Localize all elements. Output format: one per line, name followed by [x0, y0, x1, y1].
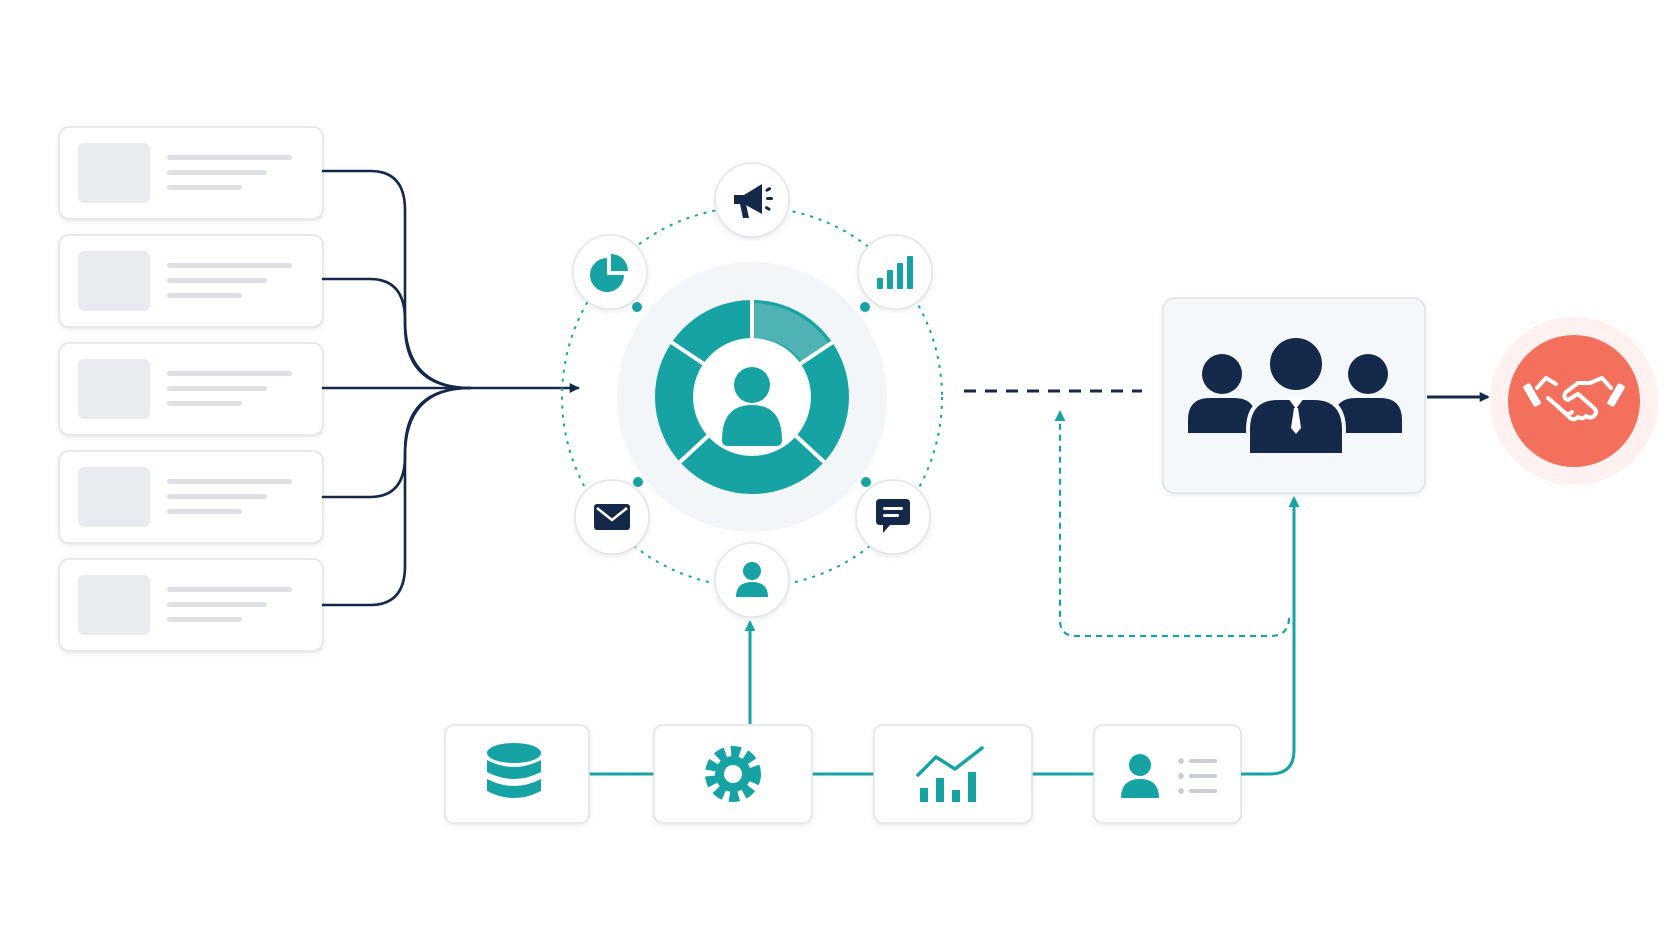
chat-icon — [876, 499, 910, 533]
card-line — [167, 170, 267, 175]
mail-icon — [594, 504, 630, 530]
card-thumbnail — [78, 143, 150, 203]
outcome-node[interactable] — [1490, 317, 1658, 485]
pipeline-analytics[interactable] — [873, 724, 1033, 824]
card-line — [167, 602, 267, 607]
card-line — [167, 401, 242, 406]
card-line — [167, 278, 267, 283]
team-icon — [1188, 334, 1402, 457]
card-line — [167, 617, 242, 622]
orbit-dot — [861, 477, 871, 487]
source-card-4[interactable] — [58, 450, 324, 544]
card-line — [167, 494, 267, 499]
handshake-icon — [1523, 376, 1625, 422]
orbit-icons — [572, 162, 933, 618]
line-bar-chart-icon — [916, 746, 984, 802]
source-card-1[interactable] — [58, 126, 324, 220]
card-thumbnail — [78, 359, 150, 419]
card-line — [167, 155, 292, 160]
profile-to-team-arrow — [1241, 496, 1300, 776]
user-list-icon — [1121, 754, 1217, 798]
orbit-node-pie-chart[interactable] — [572, 234, 648, 310]
connector-card-5 — [321, 386, 472, 607]
gear-icon — [705, 746, 761, 802]
orbit-dot — [633, 477, 643, 487]
hub-ring — [655, 299, 849, 494]
card-line — [167, 185, 242, 190]
card-thumbnail — [78, 575, 150, 635]
orbit-node-user[interactable] — [714, 542, 790, 618]
card-line — [167, 263, 292, 268]
source-card-5[interactable] — [58, 558, 324, 652]
card-line — [167, 479, 292, 484]
card-line — [167, 371, 292, 376]
pipeline — [444, 410, 1300, 824]
card-thumbnail — [78, 251, 150, 311]
pie-chart-icon — [590, 254, 628, 292]
card-line — [167, 386, 267, 391]
hub[interactable] — [561, 206, 943, 588]
card-line — [167, 587, 292, 592]
source-card-3[interactable] — [58, 342, 324, 436]
orbit-node-megaphone[interactable] — [714, 162, 790, 238]
pipeline-profile[interactable] — [1093, 724, 1242, 824]
orbit-node-chat[interactable] — [855, 479, 931, 555]
orbit-dot — [860, 302, 870, 312]
merge-connectors — [321, 169, 580, 607]
orbit-dot — [632, 302, 642, 312]
bar-chart-icon — [877, 256, 913, 289]
card-line — [167, 509, 242, 514]
pipeline-database[interactable] — [444, 724, 590, 824]
card-line — [167, 293, 242, 298]
source-cards — [58, 126, 324, 652]
megaphone-icon — [734, 184, 773, 218]
connector-card-2 — [321, 277, 472, 390]
orbit-node-mail[interactable] — [574, 479, 650, 555]
connector-card-4 — [321, 386, 472, 499]
user-icon — [736, 562, 768, 597]
feedback-loop-connector — [1054, 410, 1291, 638]
team-box[interactable] — [1162, 297, 1426, 494]
user-icon — [722, 367, 782, 446]
pipeline-settings[interactable] — [653, 724, 813, 824]
card-thumbnail — [78, 467, 150, 527]
source-card-2[interactable] — [58, 234, 324, 328]
orbit-node-bar-chart[interactable] — [857, 234, 933, 310]
database-icon — [487, 743, 541, 798]
